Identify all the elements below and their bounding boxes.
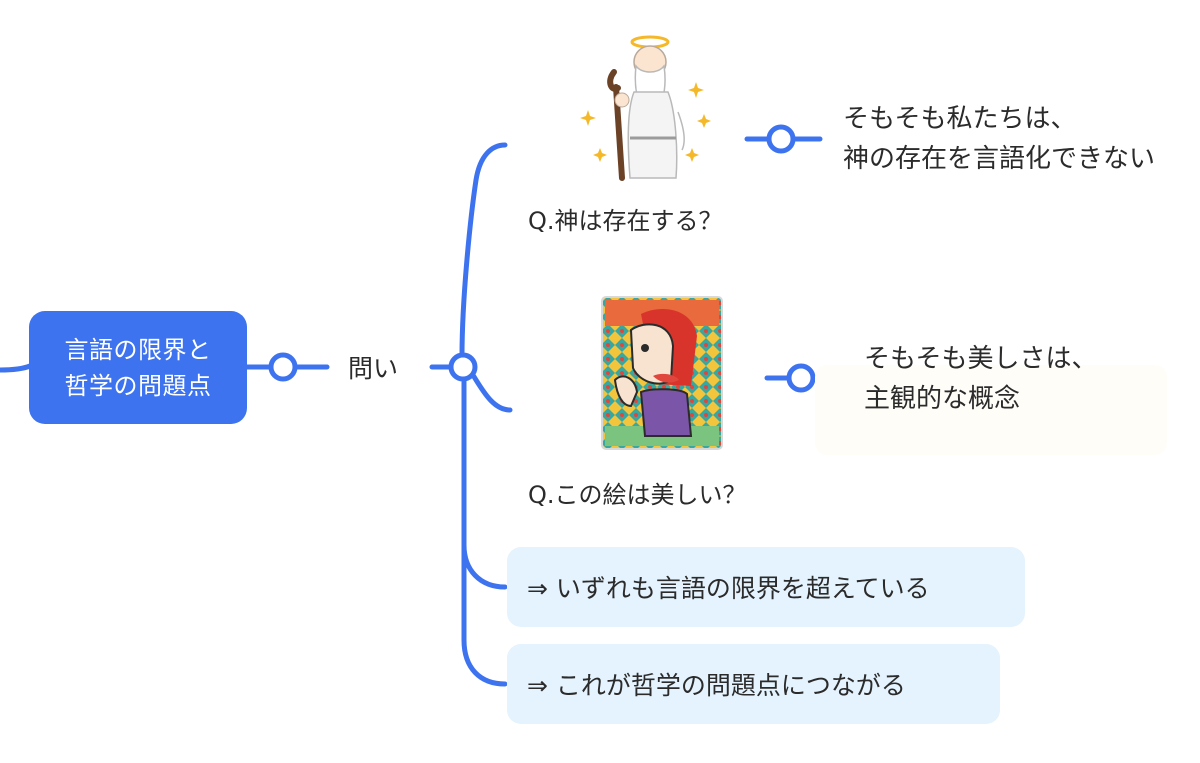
- branch-label-toi[interactable]: 問い: [348, 349, 398, 385]
- god-illustration: [578, 32, 718, 182]
- answer1-text[interactable]: そもそも私たちは、 神の存在を言語化できない: [843, 99, 1155, 179]
- node-circle-answer2: [789, 366, 813, 390]
- connector-incoming: [0, 366, 30, 370]
- conclusion2-box[interactable]: ⇒ これが哲学の問題点につながる: [507, 644, 1000, 724]
- node-circle-answer1: [769, 127, 793, 151]
- answer2-text[interactable]: そもそも美しさは、 主観的な概念: [864, 339, 1097, 419]
- connector-q1: [462, 145, 505, 356]
- answer1-line2: 神の存在を言語化できない: [843, 139, 1155, 179]
- conclusion2-text: ⇒ これが哲学の問題点につながる: [527, 666, 906, 702]
- answer2-line2: 主観的な概念: [864, 379, 1097, 419]
- root-topic[interactable]: 言語の限界と 哲学の問題点: [29, 311, 247, 424]
- conclusion1-text: ⇒ いずれも言語の限界を超えている: [527, 569, 930, 605]
- root-topic-line2: 哲学の問題点: [65, 368, 212, 404]
- answer1-line1: そもそも私たちは、: [843, 99, 1155, 139]
- node-circle-hub: [451, 355, 475, 379]
- node-circle-root: [271, 355, 295, 379]
- root-topic-line1: 言語の限界と: [65, 332, 212, 368]
- answer2-line1: そもそも美しさは、: [864, 339, 1097, 379]
- question2-label[interactable]: Q.この絵は美しい？: [528, 475, 747, 510]
- connector-q2: [473, 375, 510, 410]
- question1-label[interactable]: Q.神は存在する？: [528, 201, 723, 236]
- connector-c1: [464, 380, 505, 587]
- cubist-painting: [601, 296, 723, 450]
- conclusion1-box[interactable]: ⇒ いずれも言語の限界を超えている: [507, 547, 1025, 627]
